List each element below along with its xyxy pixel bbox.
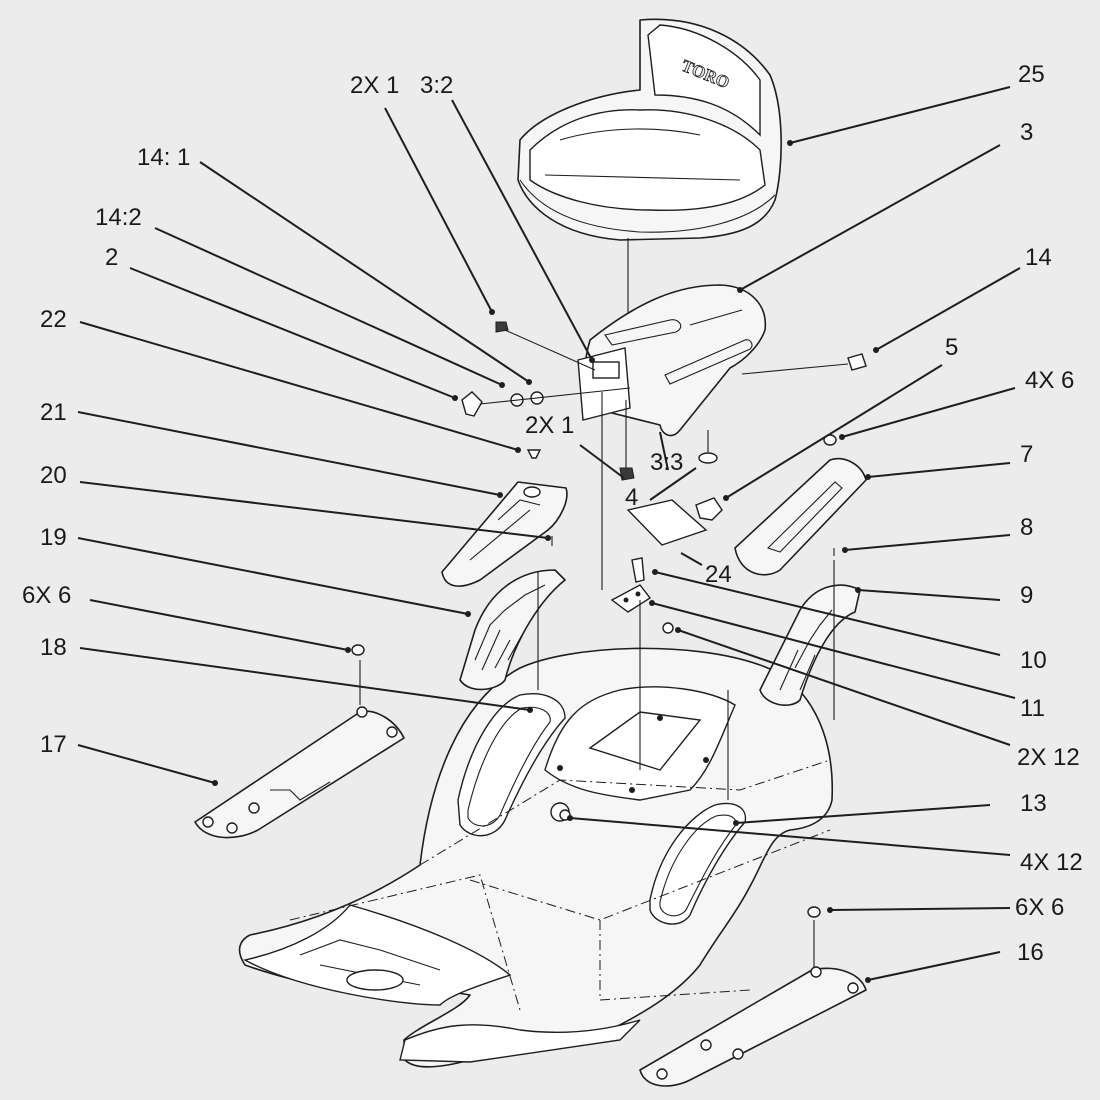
callout-7: 7 [1020, 441, 1033, 468]
latch-5 [695, 497, 723, 521]
panel-17 [194, 710, 405, 839]
pocket-opening [588, 711, 702, 771]
left-control-plates [441, 481, 568, 691]
decal-24 [626, 499, 708, 546]
callout-2x1-top: 2X 1 [350, 72, 399, 99]
panel-16 [639, 967, 867, 1087]
fastener-6x6-right [807, 906, 821, 918]
nut-2x12 [662, 622, 674, 634]
callout-3-3: 3:3 [650, 449, 683, 476]
callout-24: 24 [705, 561, 732, 588]
callout-17: 17 [40, 731, 67, 758]
left-side-panel [194, 706, 405, 839]
seat: TORO [517, 18, 782, 241]
callout-9: 9 [1020, 582, 1033, 609]
callout-4x12: 4X 12 [1020, 849, 1083, 876]
callout-8: 8 [1020, 514, 1033, 541]
callout-18: 18 [40, 634, 67, 661]
callout-14-1: 14: 1 [137, 144, 190, 171]
switch-14 [847, 353, 867, 371]
callout-5: 5 [945, 334, 958, 361]
callout-6x6-left: 6X 6 [22, 582, 71, 609]
callout-14: 14 [1025, 244, 1052, 271]
nut-2x1 [619, 467, 635, 481]
callout-16: 16 [1017, 939, 1044, 966]
right-side-panel [639, 966, 867, 1087]
callout-10: 10 [1020, 647, 1047, 674]
fastener-22 [526, 449, 542, 459]
callout-2x1-mid: 2X 1 [525, 412, 574, 439]
plate-21 [441, 481, 568, 587]
seat-back [647, 24, 761, 137]
callout-2x12: 2X 12 [1017, 744, 1080, 771]
callout-21: 21 [40, 399, 67, 426]
fender-body [238, 647, 834, 1068]
bolt-10 [631, 557, 645, 583]
callout-13: 13 [1020, 790, 1047, 817]
bracket-11 [610, 584, 652, 613]
callout-2: 2 [105, 244, 118, 271]
fastener-6x6-left [351, 644, 365, 656]
leader-dots [212, 140, 879, 983]
washer-3-3 [698, 452, 718, 464]
footrest-hole [346, 969, 404, 991]
hardware [351, 321, 867, 968]
callout-3: 3 [1020, 119, 1033, 146]
callout-22: 22 [40, 306, 67, 333]
callout-4x6: 4X 6 [1025, 367, 1074, 394]
knob-2 [461, 391, 483, 417]
plate-7 [734, 458, 867, 576]
seat-cushion [529, 109, 766, 212]
right-footrest [399, 1019, 641, 1063]
callout-6x6-right: 6X 6 [1015, 894, 1064, 921]
callout-14-2: 14:2 [95, 204, 142, 231]
leader-lines [77, 86, 1021, 981]
bolt-1 [495, 321, 509, 333]
callout-labels: 25 3 2X 1 3:2 14: 1 14:2 2 22 14 5 4X 6 … [22, 61, 1083, 966]
callout-11: 11 [1020, 695, 1045, 722]
seat-pan [577, 284, 767, 437]
left-wheel-well [457, 693, 566, 837]
callout-4: 4 [625, 484, 638, 511]
callout-3-2: 3:2 [420, 72, 453, 99]
callout-19: 19 [40, 524, 67, 551]
seat-pan-slot [592, 361, 620, 379]
left-footrest [243, 904, 512, 1006]
callout-25: 25 [1018, 61, 1045, 88]
callout-20: 20 [40, 462, 67, 489]
seat-pan-side-plate [577, 347, 631, 421]
